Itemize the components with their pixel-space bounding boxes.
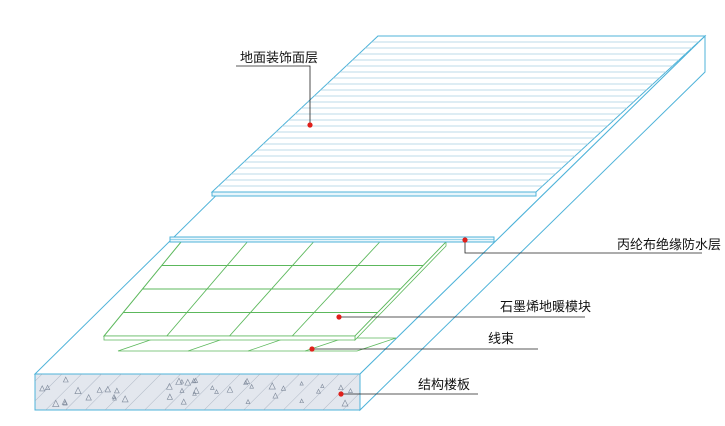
- finish-strip: [211, 191, 537, 197]
- aggregate-mark: [180, 398, 187, 405]
- module-front-edge: [103, 335, 356, 341]
- aggregate-mark: [96, 386, 103, 393]
- aggregate-mark: [112, 395, 117, 401]
- label-structural-slab: 结构楼板: [418, 377, 470, 392]
- aggregate-mark: [74, 386, 82, 394]
- waterproof-membrane: [169, 236, 495, 243]
- aggregate-mark: [272, 392, 279, 399]
- slab-hatch: [35, 374, 360, 410]
- aggregate-mark: [179, 378, 185, 384]
- aggregate-mark: [52, 399, 60, 407]
- aggregate-mark: [316, 388, 321, 394]
- aggregate-mark: [44, 384, 51, 390]
- module-grid-col-line: [291, 241, 381, 337]
- label-waterproof: 丙纶布绝缘防水层: [617, 237, 721, 252]
- aggregate-mark: [226, 385, 234, 393]
- marker-structural-slab: [338, 391, 344, 397]
- marker-wire-harness: [309, 346, 315, 352]
- aggregate-mark: [111, 393, 117, 399]
- label-floor-finish: 地面装饰面层: [240, 50, 318, 65]
- aggregate-mark: [338, 384, 344, 391]
- aggregate-mark: [62, 376, 69, 383]
- aggregate-mark: [268, 382, 276, 390]
- aggregate-mark: [175, 377, 183, 385]
- aggregate-mark: [209, 385, 215, 390]
- aggregate-mark: [245, 398, 251, 404]
- module-grid-lines: [123, 241, 424, 337]
- aggregate-mark: [341, 399, 349, 407]
- leader-waterproof: [464, 240, 702, 254]
- annotation-leaders: [236, 65, 702, 397]
- aggregate-mark: [299, 381, 304, 386]
- aggregate-mark: [39, 385, 46, 392]
- aggregate-mark: [85, 393, 92, 401]
- aggregate-mark: [179, 387, 185, 393]
- module-grid-col-line: [229, 241, 314, 337]
- aggregate-mark: [166, 382, 173, 390]
- aggregate-mark: [104, 385, 111, 393]
- aggregate-mark: [214, 389, 219, 394]
- aggregate-mark: [243, 379, 249, 385]
- aggregate-mark: [121, 395, 129, 403]
- graphene-heating-module: [102, 241, 448, 341]
- concrete-aggregate-marks: [39, 376, 353, 407]
- marker-waterproof: [462, 237, 468, 243]
- module-grid-col-line: [166, 241, 248, 337]
- aggregate-mark: [61, 398, 68, 405]
- wire-harness-sheet: [117, 337, 397, 352]
- aggregate-mark: [320, 383, 325, 388]
- aggregate-mark: [184, 378, 192, 386]
- label-graphene-module: 石墨烯地暖模块: [500, 299, 591, 314]
- aggregate-mark: [166, 393, 173, 400]
- aggregate-mark: [299, 398, 304, 404]
- floor-board-lines: [218, 41, 699, 187]
- aggregate-mark: [113, 387, 120, 394]
- aggregate-mark: [191, 377, 197, 384]
- floor-finish-panel: [210, 35, 707, 197]
- marker-graphene: [336, 314, 342, 320]
- leader-floor-finish: [236, 65, 311, 125]
- aggregate-mark: [192, 386, 200, 394]
- label-wire-harness: 线束: [488, 331, 514, 346]
- aggregate-mark: [62, 400, 68, 406]
- aggregate-mark: [249, 383, 254, 389]
- aggregate-mark: [348, 387, 353, 393]
- aggregate-mark: [280, 385, 287, 391]
- annotation-labels: 地面装饰面层 丙纶布绝缘防水层 石墨烯地暖模块 线束 结构楼板: [240, 50, 721, 392]
- marker-floor-finish: [307, 122, 313, 128]
